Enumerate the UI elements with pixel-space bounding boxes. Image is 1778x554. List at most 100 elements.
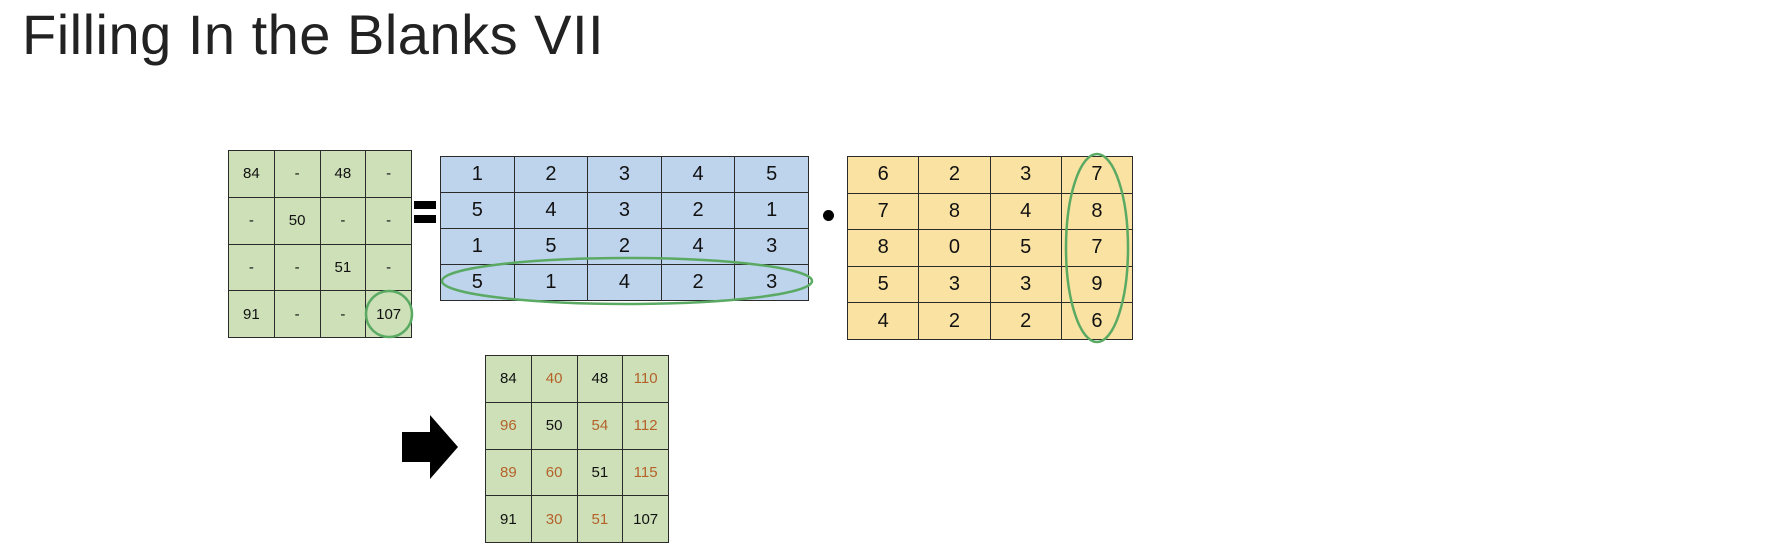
matrix-c-cell: 7 (846, 192, 920, 231)
matrix-c-cell: 4 (846, 302, 920, 340)
matrix-b-cell: 5 (513, 228, 589, 265)
matrix-b-cell: 1 (440, 228, 515, 265)
result-matrix-cell: 110 (622, 355, 669, 403)
result-matrix-cell: 112 (622, 401, 669, 450)
matrix-b-cell: 2 (660, 192, 736, 229)
matrix-a-cell: - (319, 196, 367, 245)
matrix-a-cell: - (319, 290, 367, 338)
matrix-c-cell: 5 (846, 265, 920, 304)
matrix-b-cell: 4 (660, 228, 736, 265)
matrix-a-cell: - (228, 196, 275, 245)
matrix-b-cell: 4 (587, 264, 662, 301)
matrix-c-cell: 2 (989, 302, 1062, 340)
matrix-a-cell: - (365, 196, 412, 245)
matrix-c-cell: 7 (1060, 229, 1134, 267)
matrix-c-cell: 2 (918, 156, 991, 194)
matrix-c-cell: 8 (918, 192, 991, 231)
matrix-b-cell: 2 (660, 264, 736, 301)
matrix-b-cell: 1 (440, 156, 515, 193)
result-matrix-cell: 48 (576, 355, 624, 403)
matrix-c-cell: 2 (918, 302, 991, 340)
result-matrix-cell: 51 (576, 448, 624, 497)
matrix-c-cell: 6 (846, 156, 920, 194)
matrix-b-cell: 2 (513, 156, 589, 193)
matrix-b-cell: 5 (440, 192, 515, 229)
matrix-b-cell: 5 (440, 264, 515, 301)
matrix-c-cell: 6 (1060, 302, 1134, 340)
result-matrix-cell: 60 (530, 448, 578, 497)
dot-product-icon (823, 210, 834, 221)
matrix-a-cell: - (273, 150, 321, 198)
matrix-c-cell: 3 (918, 265, 991, 304)
matrix-b-cell: 3 (587, 156, 662, 193)
matrix-c-cell: 3 (989, 156, 1062, 194)
matrix-a-row: 84-48- (228, 150, 412, 198)
matrix-c-cell: 8 (1060, 192, 1134, 231)
result-matrix-cell: 54 (576, 401, 624, 450)
matrix-b-cell: 3 (734, 264, 809, 301)
matrix-a-cell: - (273, 243, 321, 292)
matrix-a-cell: 48 (319, 150, 367, 198)
matrix-a-row: 91--107 (228, 290, 412, 338)
result-matrix-cell: 51 (576, 495, 624, 543)
matrix-a-cell: 91 (228, 290, 275, 338)
matrix-b-cell: 4 (660, 156, 736, 193)
result-matrix-cell: 107 (622, 495, 669, 543)
result-matrix-cell: 50 (530, 401, 578, 450)
matrix-c-cell: 9 (1060, 265, 1134, 304)
right-arrow-icon (402, 415, 458, 479)
matrix-c-cell: 3 (989, 265, 1062, 304)
matrix-a-row: --51- (228, 243, 412, 292)
matrix-b-cell: 3 (587, 192, 662, 229)
equals-sign (414, 201, 436, 225)
result-matrix-cell: 30 (530, 495, 578, 543)
matrix-b-cell: 3 (734, 228, 809, 265)
matrix-c-cell: 4 (989, 192, 1062, 231)
matrix-b-cell: 5 (734, 156, 809, 193)
matrix-c-cell: 5 (989, 229, 1062, 267)
result-matrix-cell: 84 (485, 355, 532, 403)
matrix-b-cell: 1 (734, 192, 809, 229)
matrix-a: 84-48--50----51-91--107 (228, 150, 412, 338)
matrix-c-cell: 0 (918, 229, 991, 267)
matrix-a-cell: - (365, 150, 412, 198)
matrix-b-cell: 2 (587, 228, 662, 265)
slide-title: Filling In the Blanks VII (22, 3, 605, 66)
matrix-a-row: -50-- (228, 196, 412, 245)
matrix-a-cell: - (228, 243, 275, 292)
result-matrix-cell: 96 (485, 401, 532, 450)
matrix-a-cell: 50 (273, 196, 321, 245)
result-matrix-cell: 91 (485, 495, 532, 543)
result-matrix-cell: 89 (485, 448, 532, 497)
matrix-a-cell: 107 (365, 290, 412, 338)
matrix-b-cell: 1 (513, 264, 589, 301)
matrix-c-cell: 8 (846, 229, 920, 267)
matrix-a-cell: - (365, 243, 412, 292)
matrix-a-body: 84-48--50----51-91--107 (228, 150, 412, 338)
matrix-c-cell: 7 (1060, 156, 1134, 194)
matrix-a-cell: 51 (319, 243, 367, 292)
matrix-a-cell: - (273, 290, 321, 338)
result-matrix-cell: 115 (622, 448, 669, 497)
matrix-a-cell: 84 (228, 150, 275, 198)
matrix-b-cell: 4 (513, 192, 589, 229)
